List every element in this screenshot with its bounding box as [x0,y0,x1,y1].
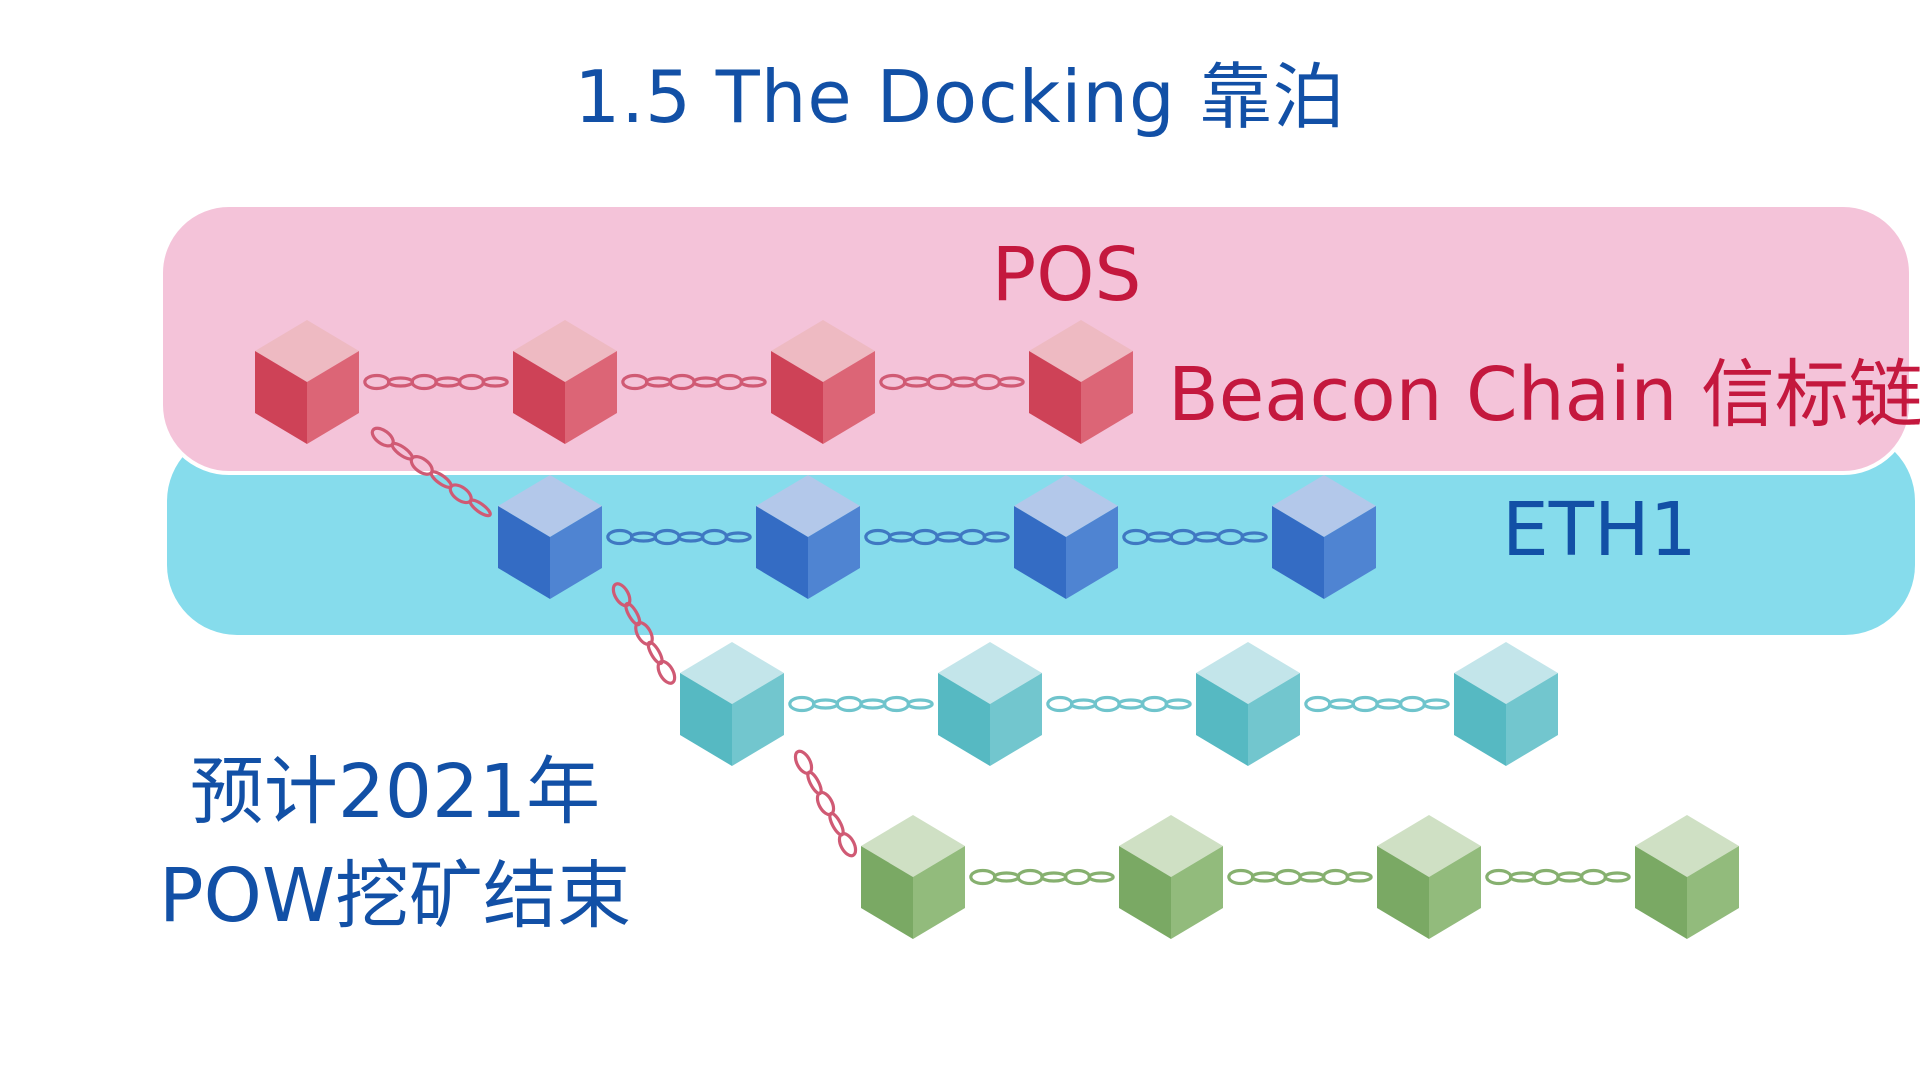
beacon-block-3 [771,320,875,444]
pow-end-note-line2: POW挖矿结束 [158,853,632,939]
eth1-block-1 [498,475,602,599]
chain-3-block-3 [1196,642,1300,766]
chain-3-block-4 [1454,642,1558,766]
beacon-block-1 [255,320,359,444]
beacon-chain-label: Beacon Chain 信标链 [1168,352,1920,438]
beacon-block-4 [1029,320,1133,444]
chain-4-link-2 [1227,868,1373,886]
eth1-label: ETH1 [1502,487,1697,573]
chain-4-block-3 [1377,815,1481,939]
cross-link-3 [793,749,858,858]
beacon-block-2 [513,320,617,444]
cross-link-2 [611,582,677,685]
eth1-block-4 [1272,475,1376,599]
cross-link-1 [370,426,492,518]
chain-4-link-1 [969,868,1115,886]
beacon-link-2 [621,373,767,391]
chain-3-link-2 [1046,695,1192,713]
chain-4-link-3 [1485,868,1631,886]
chain-3-link-1 [788,695,934,713]
eth1-link-3 [1122,528,1268,546]
pow-end-note: 预计2021年 POW挖矿结束 [150,740,640,948]
chain-4-block-2 [1119,815,1223,939]
eth1-link-2 [864,528,1010,546]
chain-3-link-3 [1304,695,1450,713]
beacon-link-3 [879,373,1025,391]
chain-3-block-1 [680,642,784,766]
pos-band [159,203,1913,475]
chain-4-block-4 [1635,815,1739,939]
chain-3-block-2 [938,642,1042,766]
chain-4-block-1 [861,815,965,939]
beacon-link-1 [363,373,509,391]
eth1-block-3 [1014,475,1118,599]
pos-label: POS [991,232,1142,318]
slide-title: 1.5 The Docking 靠泊 [574,55,1346,139]
eth1-link-1 [606,528,752,546]
pow-end-note-line1: 预计2021年 [189,749,601,835]
eth1-block-2 [756,475,860,599]
